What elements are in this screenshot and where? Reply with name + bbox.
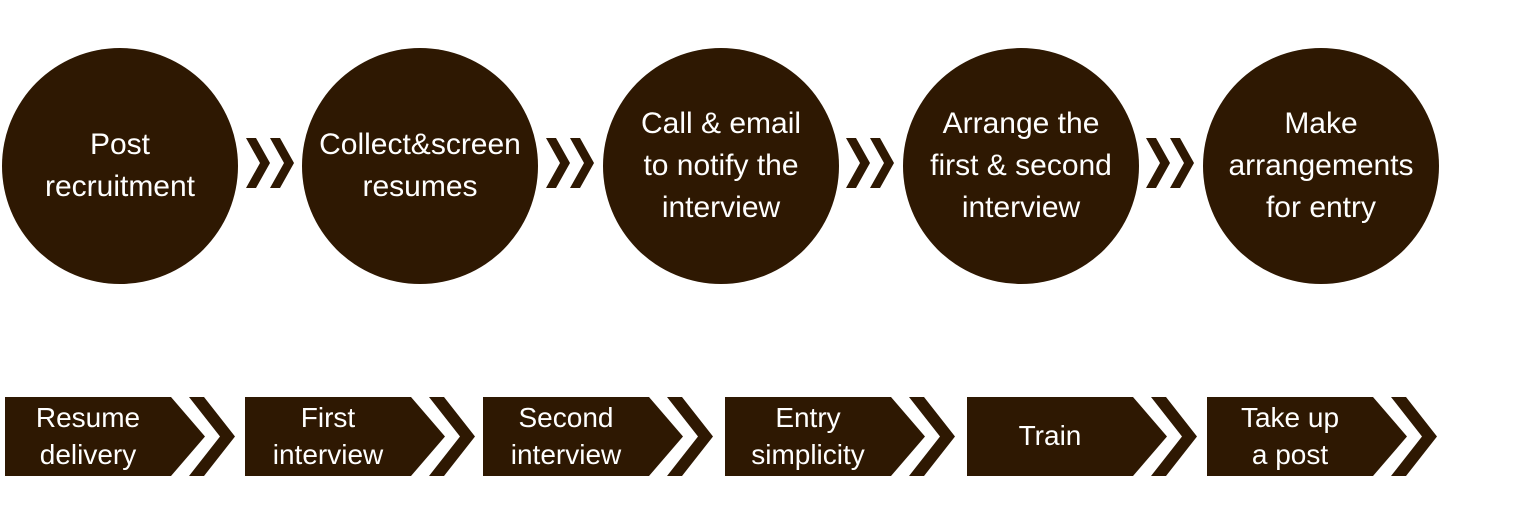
step-label: Arrange the first & second interview	[930, 107, 1112, 224]
pentagon-shape: Entry simplicity	[725, 397, 925, 476]
flow-step-label: Second interview	[510, 401, 622, 470]
chevron-band	[270, 138, 294, 188]
chevron-band	[1146, 138, 1170, 188]
flow-step-second-interview: Second interview	[483, 397, 713, 476]
chevron-band	[846, 138, 870, 188]
flow-step-label: First interview	[272, 401, 384, 470]
pentagon-shape: Second interview	[483, 397, 683, 476]
chevron-band	[246, 138, 270, 188]
step-entry-arrangements: Make arrangements for entry	[1203, 48, 1439, 284]
pentagon-shape: First interview	[245, 397, 445, 476]
step-label: Post recruitment	[44, 128, 196, 203]
flow-step-resume-delivery: Resume delivery	[5, 397, 235, 476]
flow-step-label: Resume delivery	[35, 401, 141, 470]
flow-step-entry-simplicity: Entry simplicity	[725, 397, 955, 476]
pentagon-shape: Train	[967, 397, 1167, 476]
flow-step-label: Take up a post	[1240, 401, 1340, 470]
chevron-band	[870, 138, 894, 188]
double-chevron-right-icon	[546, 138, 594, 188]
flow-step-train: Train	[967, 397, 1197, 476]
step-label: Call & email to notify the interview	[640, 107, 802, 224]
pentagon-shape: Resume delivery	[5, 397, 205, 476]
step-post-recruitment: Post recruitment	[2, 48, 238, 284]
flow-step-first-interview: First interview	[245, 397, 475, 476]
double-chevron-right-icon	[1146, 138, 1194, 188]
step-label: Make arrangements for entry	[1228, 107, 1414, 224]
flow-step-take-up-a-post: Take up a post	[1207, 397, 1437, 476]
step-label: Collect&screen resumes	[319, 128, 521, 203]
step-arrange-interviews: Arrange the first & second interview	[903, 48, 1139, 284]
flow-step-label: Train	[1018, 420, 1082, 452]
double-chevron-right-icon	[246, 138, 294, 188]
chevron-band	[570, 138, 594, 188]
chevron-band	[546, 138, 570, 188]
step-collect-screen-resumes: Collect&screen resumes	[302, 48, 538, 284]
pentagon-shape: Take up a post	[1207, 397, 1407, 476]
flow-step-label: Entry simplicity	[751, 401, 865, 470]
double-chevron-right-icon	[846, 138, 894, 188]
chevron-band	[1170, 138, 1194, 188]
step-notify-interview: Call & email to notify the interview	[603, 48, 839, 284]
